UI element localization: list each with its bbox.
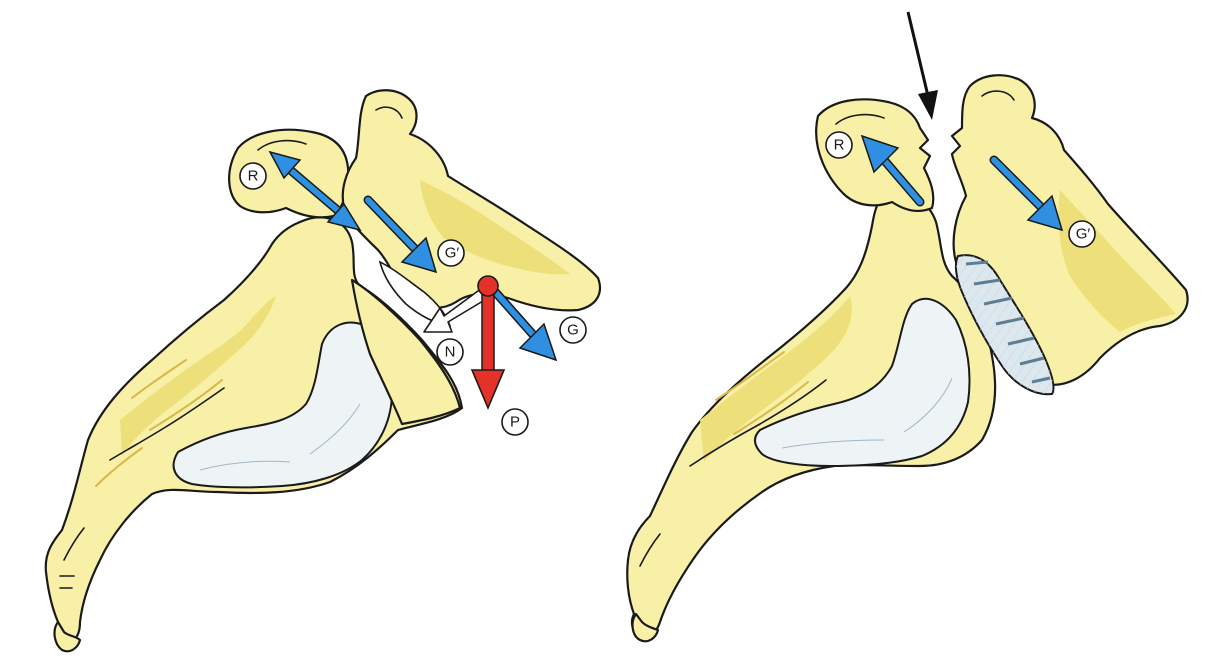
left-sacral-wing	[350, 278, 462, 426]
left-sacrum-ridge-1	[131, 359, 187, 399]
right-label-g-prime: G′	[1068, 220, 1096, 248]
svg-text:G: G	[567, 322, 579, 339]
left-sacrum-ridge-2	[149, 379, 223, 431]
right-sacrum-shade	[700, 296, 852, 462]
left-sacrum-ridge-3	[95, 447, 143, 487]
left-label-n: N	[436, 338, 464, 366]
svg-text:G′: G′	[1076, 226, 1091, 243]
left-coccyx-tip	[53, 620, 82, 653]
svg-text:R: R	[248, 168, 259, 185]
right-body-contour	[981, 90, 1015, 101]
left-arrow-r	[268, 150, 362, 232]
svg-text:P: P	[510, 414, 520, 431]
svg-text:R: R	[834, 137, 845, 154]
left-label-g-prime: G′	[437, 239, 465, 267]
left-arrow-g-prime	[363, 195, 438, 274]
right-arrow-r	[860, 134, 925, 207]
right-arrow-g-prime	[989, 155, 1064, 232]
left-sacrum-shade	[120, 296, 276, 456]
left-label-r: R	[239, 162, 267, 190]
left-label-g: G	[559, 316, 587, 344]
right-sacrum-ridge-1	[715, 351, 785, 401]
left-body-shade	[420, 180, 570, 275]
right-intervertebral-disc	[954, 254, 1055, 396]
right-sacrum-contour-1	[689, 379, 827, 467]
right-figure-spondylolysis: R G′	[626, 11, 1189, 643]
left-arrow-p	[470, 275, 506, 411]
right-sacrum-ridge-2	[733, 381, 809, 435]
right-canal-texture	[781, 377, 953, 449]
right-label-r: R	[825, 131, 853, 159]
left-sacrum-contour-3	[59, 575, 75, 589]
left-body-contour	[375, 106, 403, 119]
right-coccyx-tip	[631, 612, 660, 643]
right-sacrum-contour-2	[639, 533, 661, 567]
svg-text:N: N	[445, 344, 456, 361]
left-figure-intact-vertebra: R G′ G N P	[44, 89, 602, 653]
right-lamina-contour	[835, 113, 885, 125]
svg-text:G′: G′	[445, 245, 460, 262]
left-sacrum-contour-2	[63, 527, 85, 561]
left-lamina-contour	[257, 139, 307, 151]
left-canal-texture	[199, 403, 361, 471]
right-fracture-pointer-arrow	[906, 11, 938, 120]
left-arrow-g	[485, 281, 558, 362]
left-sacrum-contour-1	[109, 387, 225, 461]
left-label-p: P	[501, 408, 529, 436]
left-vertebral-body	[341, 89, 602, 312]
